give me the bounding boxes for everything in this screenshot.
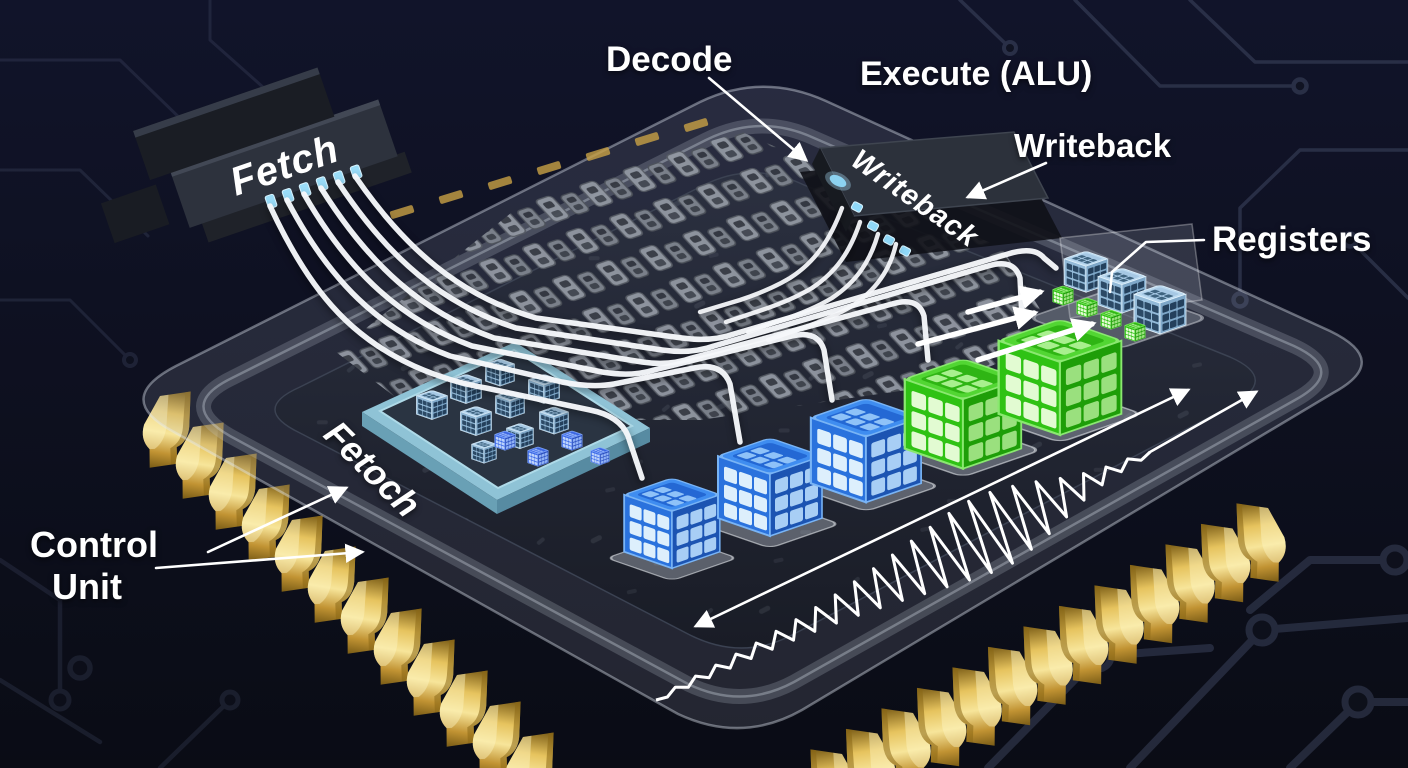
control-unit-label-line1: Control [30, 524, 158, 565]
writeback-arrow [965, 161, 1048, 200]
control-unit-block [362, 342, 650, 514]
register-write-arrows [915, 285, 1097, 363]
writeback-block: Writeback [800, 131, 1062, 262]
signal-graphics [655, 388, 1259, 702]
cube-blue-1 [624, 478, 720, 569]
cube-blue-2 [718, 438, 822, 536]
registers-label: Registers [1212, 220, 1372, 259]
annotation-leaders [154, 76, 1206, 570]
registers-leader-line [1108, 238, 1206, 294]
control-unit-label-line2: Unit [52, 566, 122, 607]
span-double-arrow [693, 388, 1191, 628]
execute-label: Execute (ALU) [860, 55, 1092, 93]
fetoch-arrow [206, 486, 349, 554]
data-wires [267, 173, 1059, 481]
writeback-label: Writeback [1014, 127, 1172, 164]
control-unit-arrow [154, 543, 365, 570]
decode-label: Decode [606, 40, 732, 79]
decode-arrow [707, 76, 809, 162]
rim-gold-pads [389, 118, 709, 219]
